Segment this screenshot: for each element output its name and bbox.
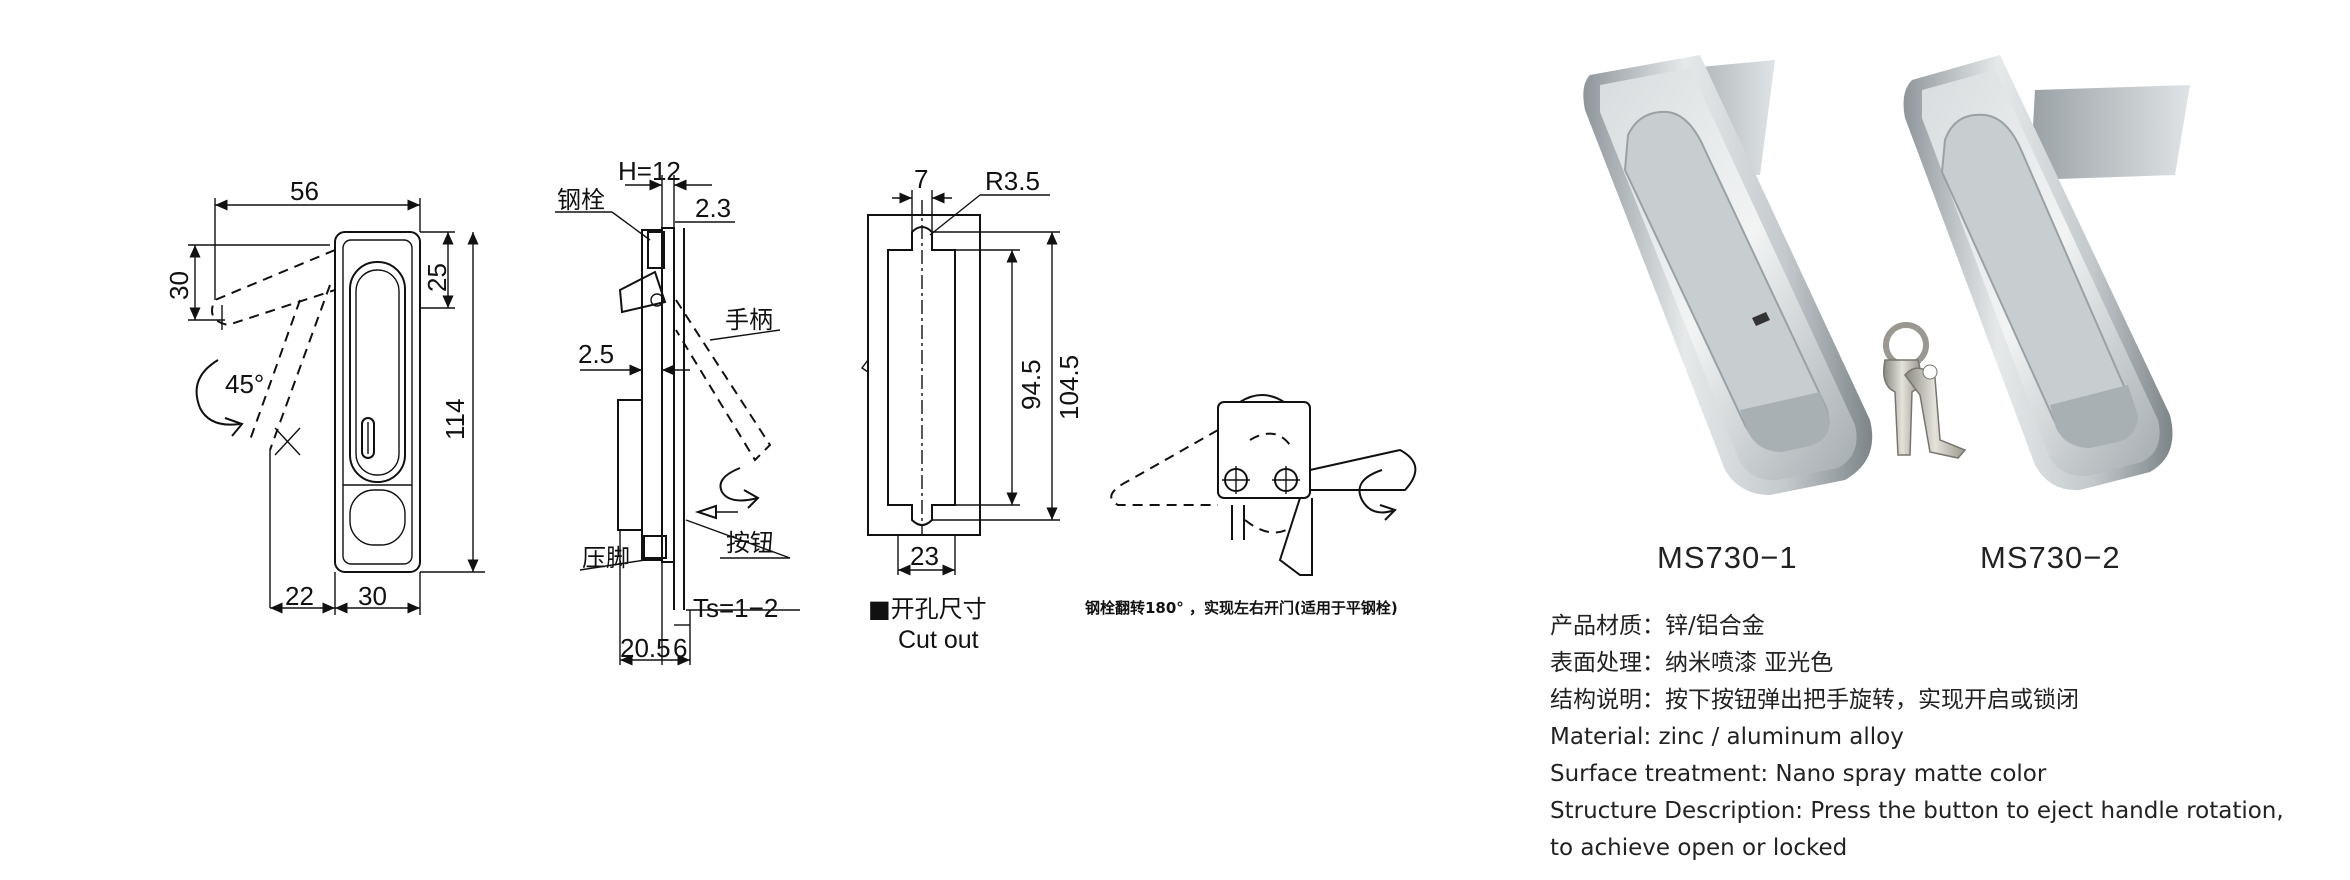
dim-23: 23 xyxy=(910,541,939,571)
dim-2-5: 2.5 xyxy=(578,339,614,369)
dim-height-top: 30 xyxy=(164,271,194,300)
cutout-title-cn: ■开孔尺寸 xyxy=(868,595,987,623)
cutout-drawing: 7 R3.5 94.5 104.5 23 ■开孔尺寸 Cut out xyxy=(860,164,1084,654)
bolt-caption: 钢栓翻转180° ，实现左右开门(适用于平钢栓) xyxy=(1085,599,1398,617)
dim-2-3: 2.3 xyxy=(695,193,731,223)
spec-structure-en-cont: to achieve open or locked xyxy=(1550,835,1848,861)
dim-20-5: 20.5 xyxy=(620,633,671,663)
label-bolt: 钢栓 xyxy=(557,186,605,214)
dim-94-5: 94.5 xyxy=(1016,359,1046,410)
dim-ts: Ts=1−2 xyxy=(693,593,778,623)
dim-radius: R3.5 xyxy=(985,166,1040,196)
dim-bottom-left: 22 xyxy=(285,581,314,611)
dim-bottom-right: 30 xyxy=(358,581,387,611)
spec-surface-cn: 表面处理：纳米喷漆 亚光色 xyxy=(1550,650,1834,676)
spec-list: 产品材质：锌/铝合金 表面处理：纳米喷漆 亚光色 结构说明：按下按钮弹出把手旋转… xyxy=(1550,608,2350,867)
label-button: 按钮 xyxy=(726,529,774,557)
side-view-drawing: H=12 2.3 2.5 钢栓 手柄 按钮 压脚 Ts=1−2 20.5 6 xyxy=(555,156,800,666)
spec-structure-en: Structure Description: Press the button … xyxy=(1550,798,2284,824)
dim-width: 56 xyxy=(290,176,319,206)
dim-104-5: 104.5 xyxy=(1054,355,1084,420)
spec-material-en: Material: zinc / aluminum alloy xyxy=(1550,724,1904,750)
spec-material-cn: 产品材质：锌/铝合金 xyxy=(1550,613,1765,639)
dim-h: H=12 xyxy=(618,156,681,186)
spec-structure-cn: 结构说明：按下按钮弹出把手旋转，实现开启或锁闭 xyxy=(1550,687,2079,713)
dim-top: 25 xyxy=(422,263,452,292)
model-label-2: MS730−2 xyxy=(1980,540,2121,575)
label-foot: 压脚 xyxy=(582,544,630,572)
dim-6: 6 xyxy=(673,633,687,663)
keys-image xyxy=(1883,322,1967,459)
dim-7: 7 xyxy=(914,164,928,194)
angle-label: 45° xyxy=(225,369,264,399)
dim-total: 114 xyxy=(440,399,470,440)
model-label-1: MS730−1 xyxy=(1657,540,1798,575)
spec-surface-en: Surface treatment: Nano spray matte colo… xyxy=(1550,761,2047,787)
cutout-title-en: Cut out xyxy=(898,626,979,654)
label-handle: 手柄 xyxy=(725,306,773,334)
bolt-flip-drawing: 钢栓翻转180° ，实现左右开门(适用于平钢栓) xyxy=(1085,394,1417,617)
product-photo-2 xyxy=(1903,55,2190,491)
front-view-drawing: 56 30 25 114 45° 22 30 xyxy=(164,176,485,615)
product-photo-1 xyxy=(1583,55,1873,495)
